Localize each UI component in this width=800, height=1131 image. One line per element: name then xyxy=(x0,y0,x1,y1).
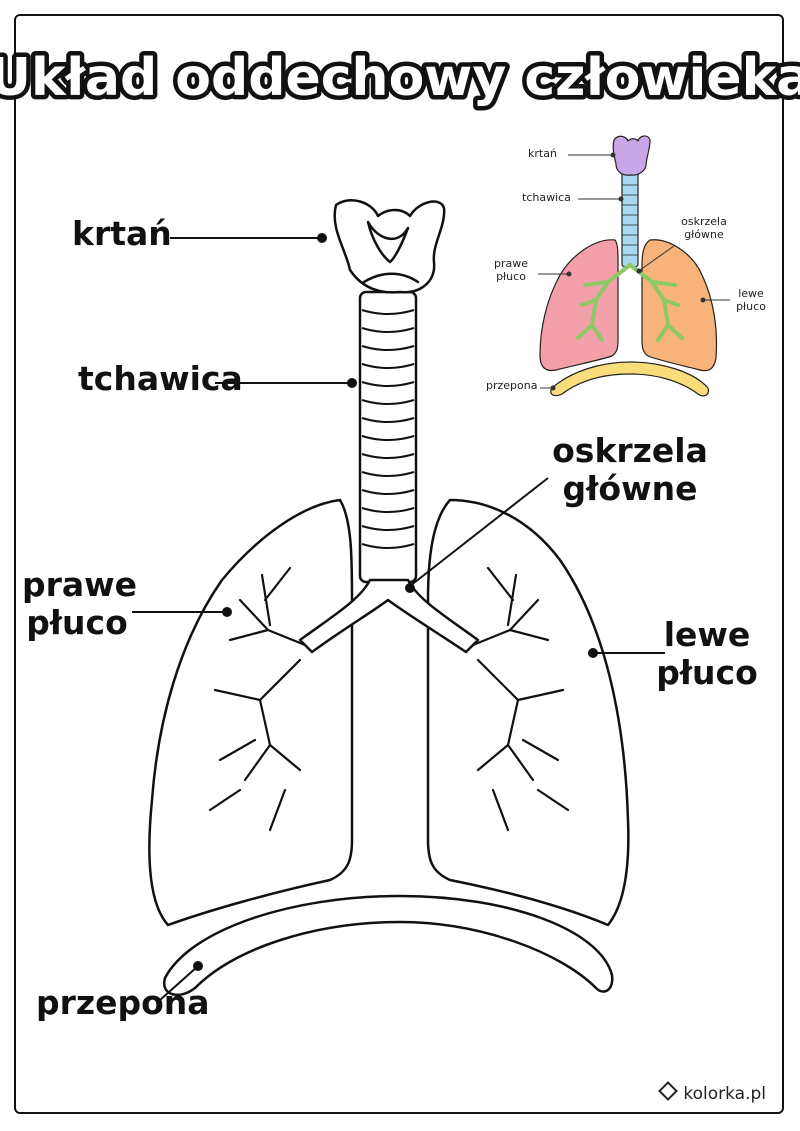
inset-label-left-lung: lewe płuco xyxy=(728,287,774,313)
inset-label-right-lung-line1: prawe xyxy=(493,257,528,270)
right-lung-outline xyxy=(148,498,354,927)
inset-label-bronchi-line2: główne xyxy=(684,227,724,241)
inset-right-lung xyxy=(539,239,619,372)
left-lung-outline xyxy=(426,498,630,927)
label-main-bronchi-line2: główne xyxy=(562,468,698,508)
page-title: Układ oddechowy człowieka xyxy=(0,48,800,108)
inset-label-left-lung-line1: lewe xyxy=(738,287,764,300)
inset-label-bronchi-line1: oskrzela xyxy=(681,215,727,228)
page-frame xyxy=(14,14,784,1114)
inset-label-left-lung-line2: płuco xyxy=(736,299,766,313)
diaphragm-outline xyxy=(162,894,614,997)
label-diaphragm: przepona xyxy=(36,983,210,1022)
inset-trachea xyxy=(621,171,639,268)
inset-larynx xyxy=(612,135,651,176)
inset-label-trachea: tchawica xyxy=(522,191,571,204)
label-left-lung-line1: lewe xyxy=(663,615,751,654)
bronchi-outline xyxy=(298,578,480,654)
label-right-lung: prawe płuco xyxy=(22,565,138,642)
brand-text: kolorka.pl xyxy=(683,1084,766,1104)
inset-label-right-lung: prawe płuco xyxy=(486,257,536,283)
label-left-lung: lewe płuco xyxy=(652,616,762,692)
label-left-lung-line2: płuco xyxy=(656,652,758,692)
inset-diaphragm xyxy=(550,361,709,397)
label-right-lung-line1: prawe xyxy=(22,565,138,604)
brand-watermark: kolorka.pl xyxy=(658,1081,766,1104)
label-main-bronchi: oskrzela główne xyxy=(540,432,720,508)
inset-label-diaphragm: przepona xyxy=(486,379,538,392)
inset-label-bronchi: oskrzela główne xyxy=(668,215,740,241)
title-banner: Układ oddechowy człowieka xyxy=(0,44,800,113)
label-larynx: krtań xyxy=(72,214,172,253)
label-main-bronchi-line1: oskrzela xyxy=(552,431,708,470)
label-right-lung-line2: płuco xyxy=(26,602,128,642)
brand-diamond-icon xyxy=(658,1081,679,1101)
inset-label-larynx: krtań xyxy=(528,147,557,160)
label-trachea: tchawica xyxy=(78,359,243,398)
inset-label-right-lung-line2: płuco xyxy=(496,269,526,283)
